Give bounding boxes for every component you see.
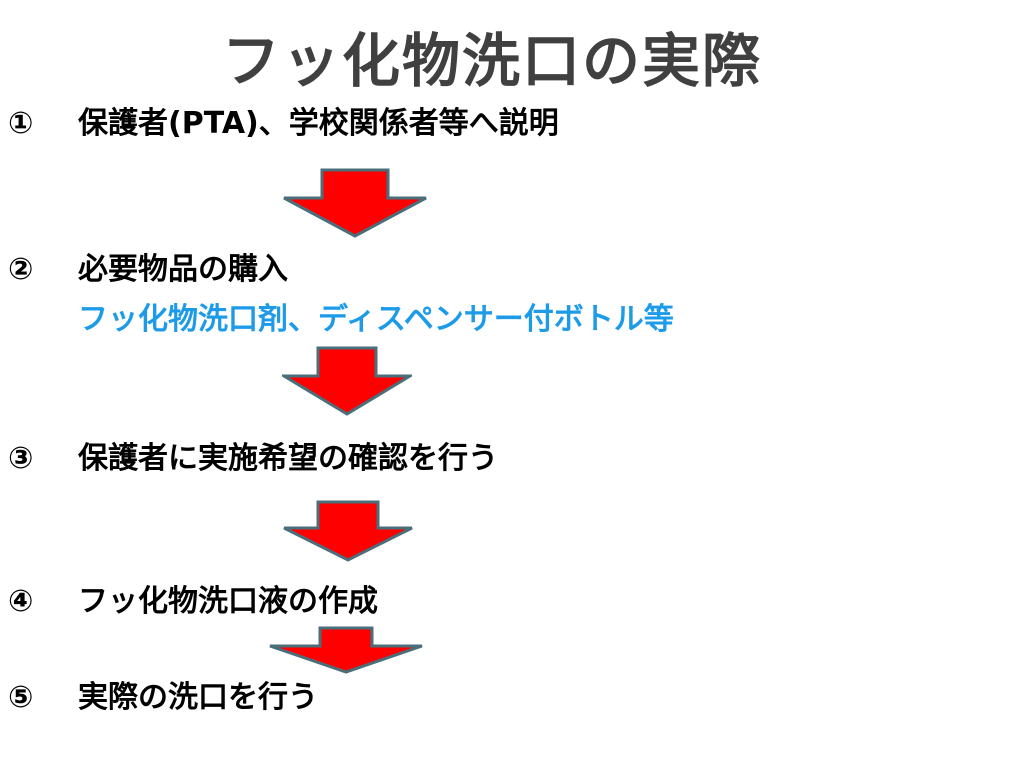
flow-arrow-2 (282, 346, 412, 416)
step-5-number: ⑤ (8, 680, 34, 715)
step-5-text: 実際の洗口を行う (78, 680, 318, 715)
flow-arrow-1 (283, 168, 427, 238)
page-title: フッ化物洗口の実際 (221, 27, 762, 95)
step-3-number: ③ (8, 441, 34, 476)
step-2: ② 必要物品の購入 (8, 252, 288, 288)
step-4-number: ④ (8, 584, 34, 619)
flow-arrow-4 (269, 626, 423, 674)
step-2-note: フッ化物洗口剤、ディスペンサー付ボトル等 (78, 302, 674, 337)
step-1-number: ① (8, 106, 34, 141)
step-4-text: フッ化物洗口液の作成 (78, 584, 378, 619)
step-2-number: ② (8, 252, 34, 287)
step-2-text: 必要物品の購入 (78, 252, 288, 287)
step-3: ③ 保護者に実施希望の確認を行う (8, 441, 498, 477)
step-1: ① 保護者(PTA)、学校関係者等へ説明 (8, 106, 559, 142)
step-1-text: 保護者(PTA)、学校関係者等へ説明 (78, 106, 559, 141)
step-4: ④ フッ化物洗口液の作成 (8, 584, 378, 620)
step-5: ⑤ 実際の洗口を行う (8, 680, 318, 716)
step-3-text: 保護者に実施希望の確認を行う (78, 441, 498, 476)
flow-arrow-3 (283, 500, 413, 562)
